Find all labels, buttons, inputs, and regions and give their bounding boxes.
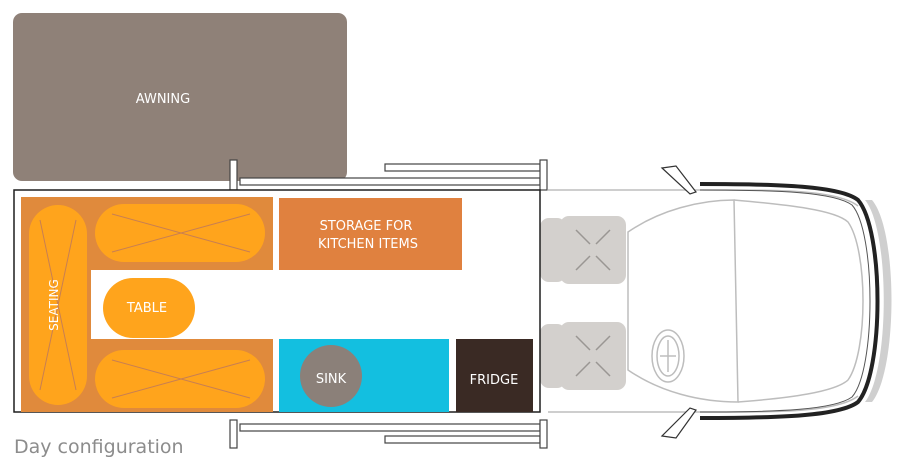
front-bumper-inner bbox=[699, 189, 871, 413]
mirror-bottom bbox=[660, 407, 697, 439]
awning: AWNING bbox=[13, 13, 347, 181]
kitchen-storage: STORAGE FOR KITCHEN ITEMS bbox=[279, 198, 462, 270]
driver-seat-bottom bbox=[540, 322, 626, 390]
table-surface bbox=[103, 278, 195, 338]
mirror-top bbox=[660, 165, 697, 195]
caption: Day configuration bbox=[14, 436, 184, 458]
cab-body-top bbox=[548, 189, 859, 207]
sink-basin bbox=[300, 345, 362, 407]
door-rails-bottom bbox=[229, 419, 548, 449]
cab-body-bottom bbox=[548, 395, 859, 413]
kitchen-counter: SINK bbox=[279, 339, 449, 412]
door-rails-top bbox=[229, 159, 548, 191]
seating: SEATING bbox=[29, 204, 265, 408]
fridge-unit bbox=[456, 339, 533, 412]
bonnet-shadow bbox=[865, 200, 892, 402]
windscreen bbox=[627, 199, 739, 403]
van-cab bbox=[548, 165, 892, 439]
table-label: TABLE bbox=[126, 301, 167, 316]
sink-label: SINK bbox=[316, 372, 347, 387]
front-bumper bbox=[699, 182, 880, 420]
fridge-label: FRIDGE bbox=[470, 373, 519, 388]
cab-seats bbox=[540, 216, 685, 390]
driver-seat-top bbox=[540, 216, 626, 284]
storage-label-line1: STORAGE FOR bbox=[320, 219, 413, 234]
bonnet-line bbox=[733, 199, 864, 403]
awning-label: AWNING bbox=[136, 92, 190, 107]
steering-wheel-icon bbox=[651, 329, 685, 383]
storage-label-line2: KITCHEN ITEMS bbox=[318, 237, 418, 252]
awning-area bbox=[13, 13, 347, 181]
table: TABLE bbox=[103, 278, 195, 338]
seating-label: SEATING bbox=[47, 279, 61, 331]
fridge: FRIDGE bbox=[456, 339, 533, 412]
storage-area bbox=[279, 198, 462, 270]
